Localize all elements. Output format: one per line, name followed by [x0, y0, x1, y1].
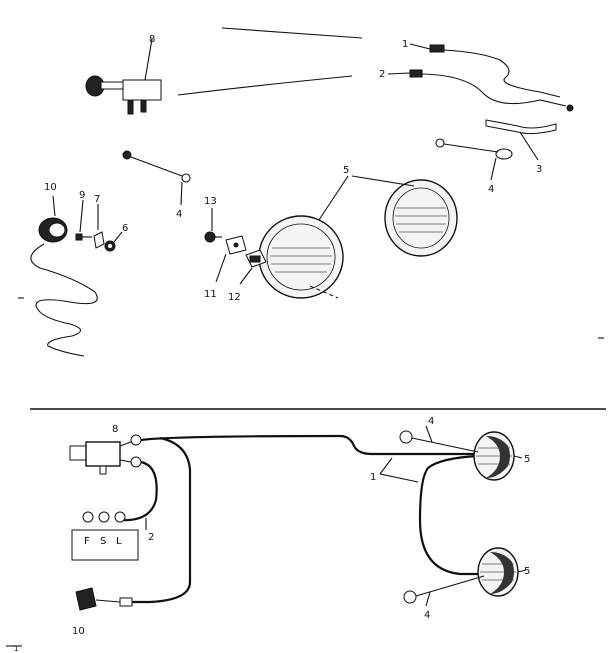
part-7-washer — [93, 204, 105, 249]
callout-8: 8 — [149, 34, 155, 45]
harness-wire-main — [140, 434, 478, 456]
schematic-callout-1: 1 — [370, 472, 376, 483]
part-5-headlamp-rear — [384, 179, 458, 257]
schematic-callout-2: 2 — [148, 532, 154, 543]
leader-4-top — [425, 425, 433, 443]
part-2-wire — [387, 69, 574, 112]
part-3-bracket — [485, 119, 557, 161]
callout-9: 9 — [79, 190, 85, 201]
schematic-callout-10: 10 — [72, 626, 85, 637]
schematic-callout-4-top: 4 — [428, 416, 434, 427]
footer-mark: 1 — [14, 645, 18, 653]
schematic-callout-5-top: 5 — [524, 454, 530, 465]
leader-4-bottom — [425, 591, 431, 607]
callout-3: 3 — [536, 164, 542, 175]
wire-2 — [119, 460, 158, 522]
reference-line — [177, 75, 353, 96]
leader-5 — [318, 175, 349, 221]
part-13-bolt — [204, 208, 222, 243]
terminal-l: L — [116, 536, 122, 547]
callout-7: 7 — [94, 194, 100, 205]
part-4-ground-wire-right — [435, 138, 513, 181]
part-1-wire — [409, 43, 561, 98]
callout-12: 12 — [228, 292, 241, 303]
schematic-switch — [69, 434, 142, 475]
schematic-lamp-bottom — [477, 547, 519, 597]
callout-11: 11 — [204, 289, 217, 300]
leader-1 — [379, 457, 419, 483]
callout-13: 13 — [204, 196, 217, 207]
part-12-connector — [239, 249, 267, 285]
callout-4-right: 4 — [488, 184, 494, 195]
callout-10: 10 — [44, 182, 57, 193]
part-6-nut — [104, 231, 123, 252]
schematic-callout-5-bottom: 5 — [524, 566, 530, 577]
callout-6: 6 — [122, 223, 128, 234]
ground-wire-top — [411, 437, 479, 453]
leader-5 — [351, 175, 415, 187]
callout-2: 2 — [379, 69, 385, 80]
callout-1: 1 — [402, 39, 408, 50]
ground-ring-top — [399, 430, 413, 444]
terminal-s: S — [100, 536, 106, 547]
part-5-headlamp-front — [258, 215, 344, 299]
callout-5: 5 — [343, 165, 349, 176]
leader-5-bottom — [517, 569, 527, 573]
harness-wire-branch — [418, 454, 482, 576]
callout-4-left: 4 — [176, 209, 182, 220]
schematic-callout-4-bottom: 4 — [424, 610, 430, 621]
ground-wire-bottom — [415, 575, 485, 597]
part-11-clip — [215, 235, 247, 283]
ground-ring-bottom — [403, 590, 417, 604]
part-8-switch — [85, 38, 162, 115]
harness-wire-socket — [132, 436, 192, 604]
schematic-lamp-top — [473, 431, 515, 481]
part-9-screw — [75, 199, 92, 241]
leader-5-top — [513, 455, 523, 459]
part-10-socket — [30, 195, 98, 357]
schematic-callout-8: 8 — [112, 424, 118, 435]
terminal-block — [71, 511, 139, 561]
reference-line — [221, 27, 363, 39]
part-4-ground-wire-left — [122, 150, 191, 206]
terminal-f: F — [84, 536, 90, 547]
schematic-socket — [75, 587, 133, 611]
